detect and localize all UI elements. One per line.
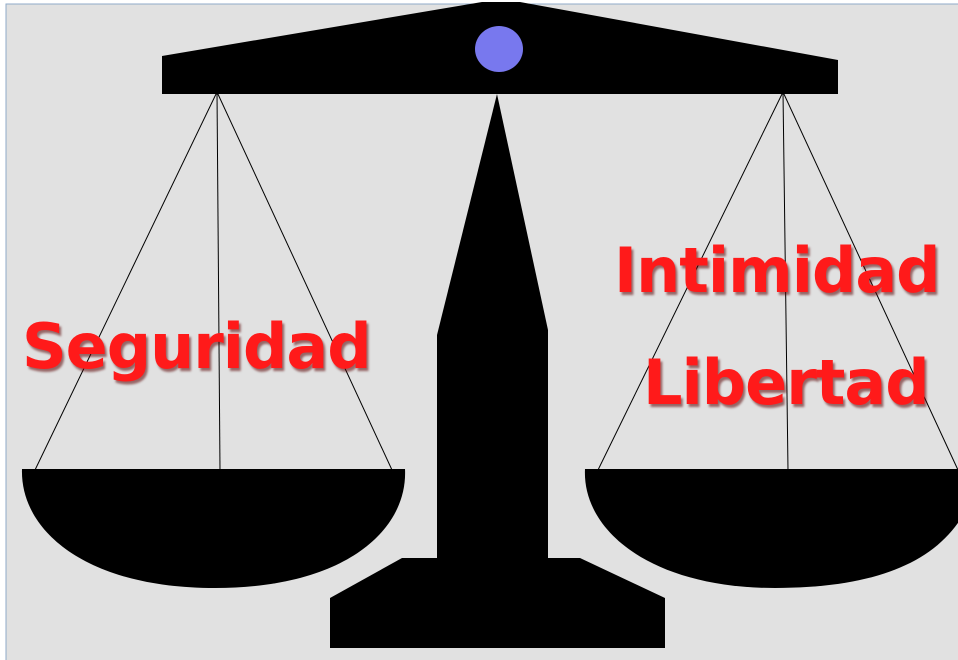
left-pan-label: Seguridad (22, 310, 372, 383)
scale-base (330, 558, 665, 648)
scale-post (437, 94, 548, 560)
right-pan (584, 469, 958, 588)
left-pan (21, 469, 406, 588)
pivot-circle (475, 26, 523, 72)
left-pan-strings (34, 91, 393, 471)
right-pan-label-bottom: Libertad (643, 346, 930, 419)
right-pan-label-top: Intimidad (614, 234, 941, 307)
right-pan-strings (597, 91, 958, 471)
